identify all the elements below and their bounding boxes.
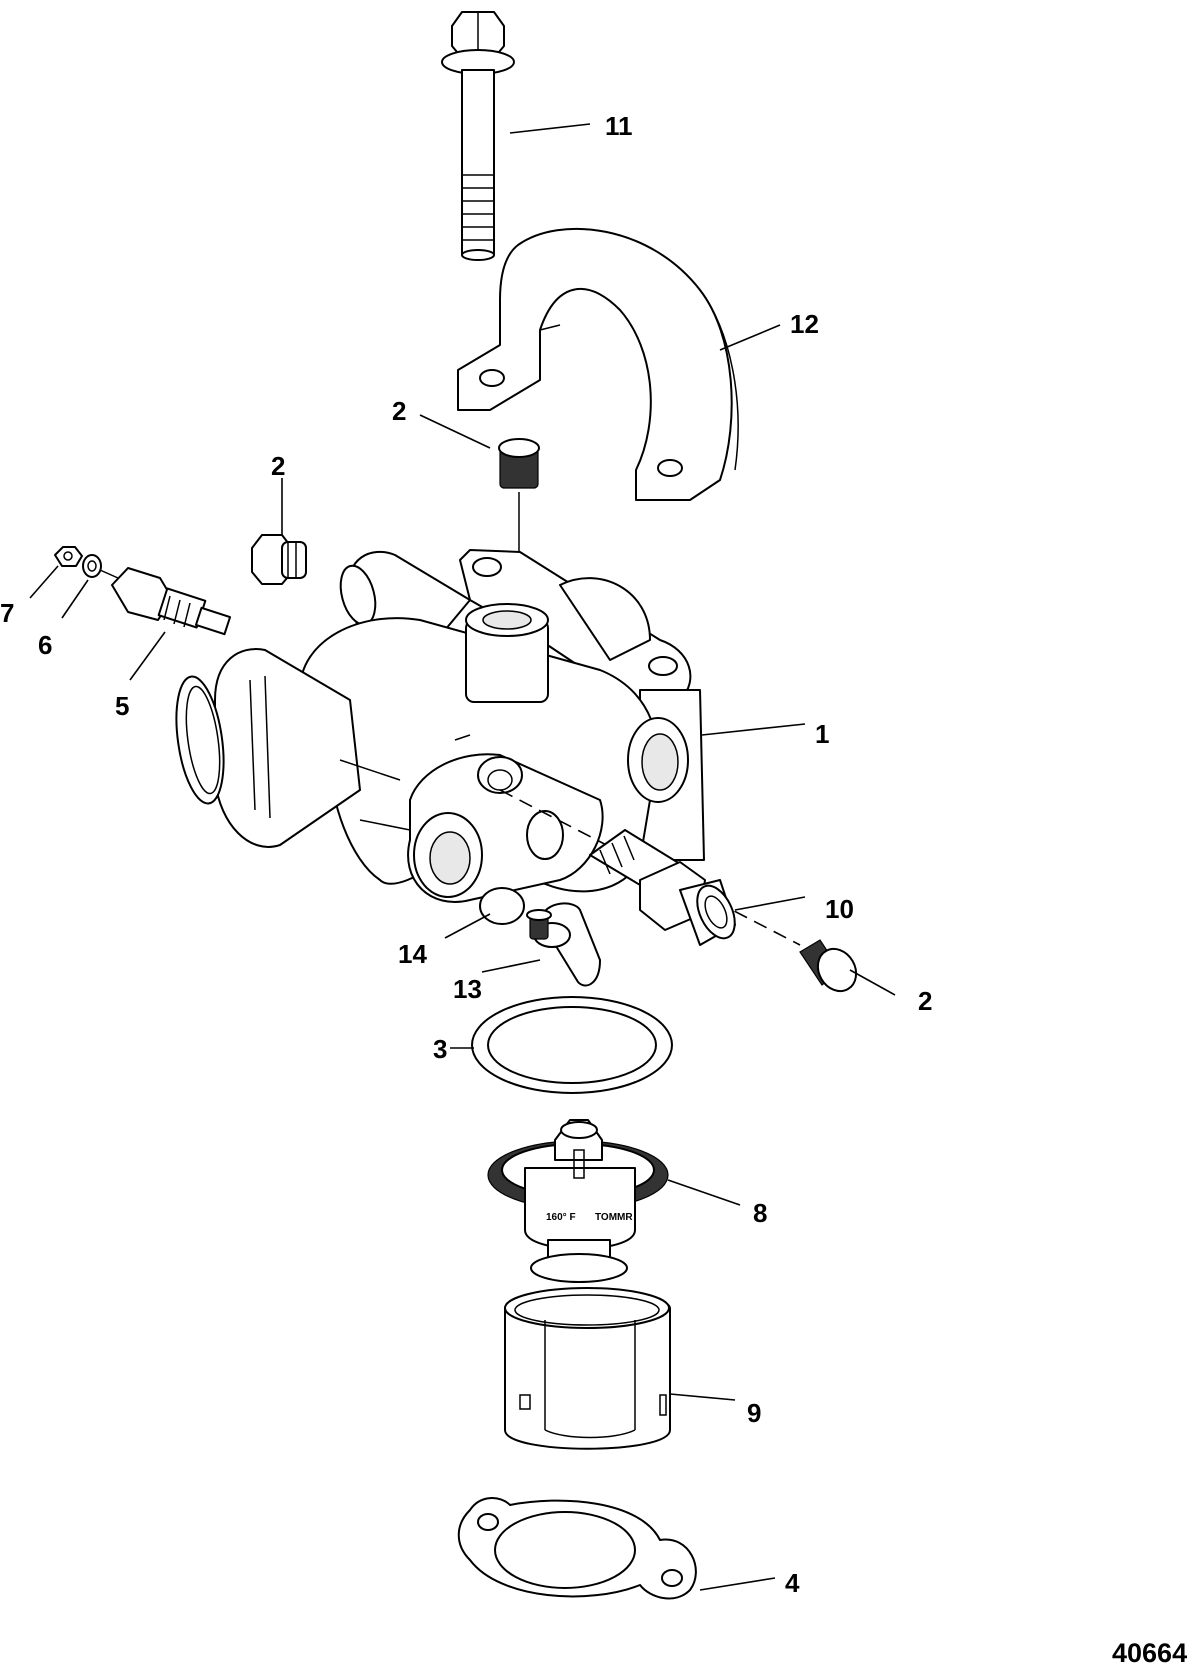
callout-8: 8	[753, 1198, 767, 1228]
callout-2-left: 2	[271, 451, 285, 481]
bolt-part-11	[441, 11, 515, 261]
plug-part-2-right	[799, 939, 858, 993]
callout-1: 1	[815, 719, 829, 749]
figure-id-label: 40664	[1112, 1638, 1187, 1668]
wing-screw-part-13	[526, 902, 601, 987]
thermostat-brand-marking: TOMMR	[595, 1212, 633, 1223]
washer-part-6	[82, 554, 102, 578]
callout-labels: 11 12 2 2 7 6 5 1 10 14 13 2 3 8 9 4	[0, 111, 932, 1598]
callout-10: 10	[825, 894, 854, 924]
callout-6: 6	[38, 630, 52, 660]
callout-3: 3	[433, 1034, 447, 1064]
nut-part-7	[54, 546, 83, 567]
temp-sender-part-10	[589, 829, 736, 946]
callout-9: 9	[747, 1398, 761, 1428]
callout-12: 12	[790, 309, 819, 339]
callout-5: 5	[115, 691, 129, 721]
flange-gasket-part-4	[457, 1497, 697, 1600]
gasket-ring-part-3	[471, 996, 673, 1094]
thermostat-part-8: 160° F TOMMR	[487, 1119, 669, 1283]
callout-2-right: 2	[918, 986, 932, 1016]
callout-4: 4	[785, 1568, 800, 1598]
callout-11: 11	[605, 111, 633, 141]
thermostat-housing-part-1	[175, 549, 705, 903]
plug-part-2-top	[498, 438, 540, 610]
plug-part-2-left	[251, 534, 307, 585]
thermostat-temp-marking: 160° F	[546, 1212, 576, 1223]
assembly-axis-line	[499, 789, 801, 946]
callout-7: 7	[0, 598, 14, 628]
sleeve-part-9	[504, 1287, 671, 1450]
callout-14: 14	[398, 939, 427, 969]
callout-13: 13	[453, 974, 482, 1004]
o-ring-part-14	[479, 887, 525, 925]
sensor-part-5	[99, 567, 232, 636]
leader-lines	[29, 123, 896, 1591]
callout-2-top: 2	[392, 396, 406, 426]
bracket-part-12	[457, 227, 739, 501]
